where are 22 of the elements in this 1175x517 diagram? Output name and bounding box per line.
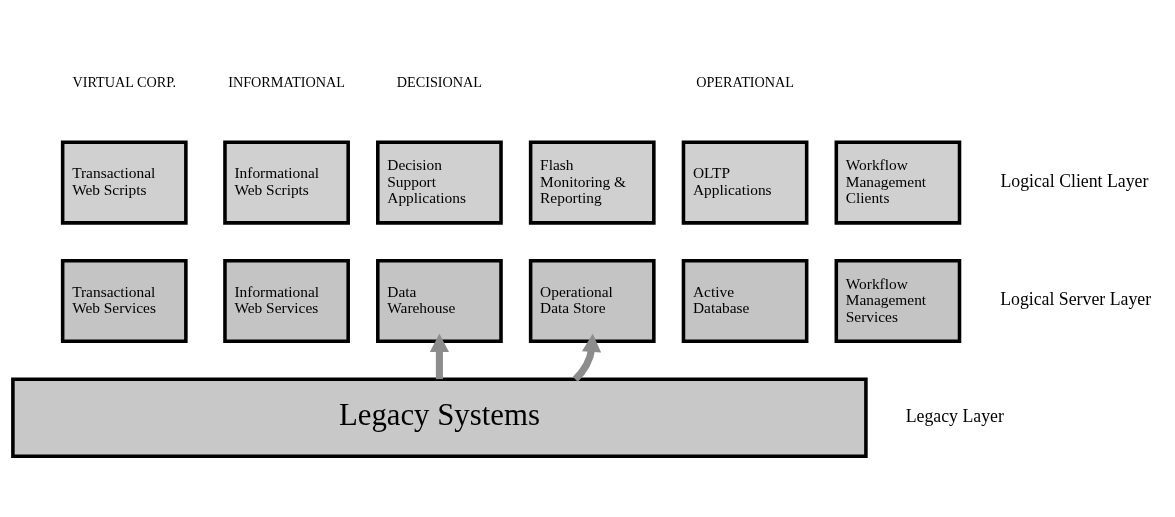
node-box: Informational Web Services <box>223 258 350 343</box>
label: DECISIONAL <box>396 73 483 90</box>
node-box: Informational Web Scripts <box>223 140 350 225</box>
node-box: Decision Support Applications <box>376 140 503 225</box>
label: Logical Client Layer <box>1000 170 1149 191</box>
label: INFORMATIONAL <box>228 73 345 90</box>
node-box: Flash Monitoring & Reporting <box>528 140 656 225</box>
node-box: Transactional Web Services <box>60 258 188 343</box>
label: VIRTUAL CORP. <box>72 73 177 90</box>
node-box: OLTP Applications <box>681 140 809 225</box>
node-box: Workflow Management Clients <box>834 140 962 225</box>
node-box: Operational Data Store <box>528 258 656 343</box>
node-box: Data Warehouse <box>376 258 503 343</box>
node-box: Legacy Systems <box>11 376 868 458</box>
arrow <box>429 333 449 379</box>
label: Logical Server Layer <box>1000 288 1152 309</box>
node-box: Transactional Web Scripts <box>60 140 188 225</box>
label: OPERATIONAL <box>696 73 794 90</box>
node-box: Active Database <box>681 258 809 343</box>
node-box: Workflow Management Services <box>834 258 962 343</box>
arrow <box>572 333 602 382</box>
label: Legacy Layer <box>905 405 1004 426</box>
